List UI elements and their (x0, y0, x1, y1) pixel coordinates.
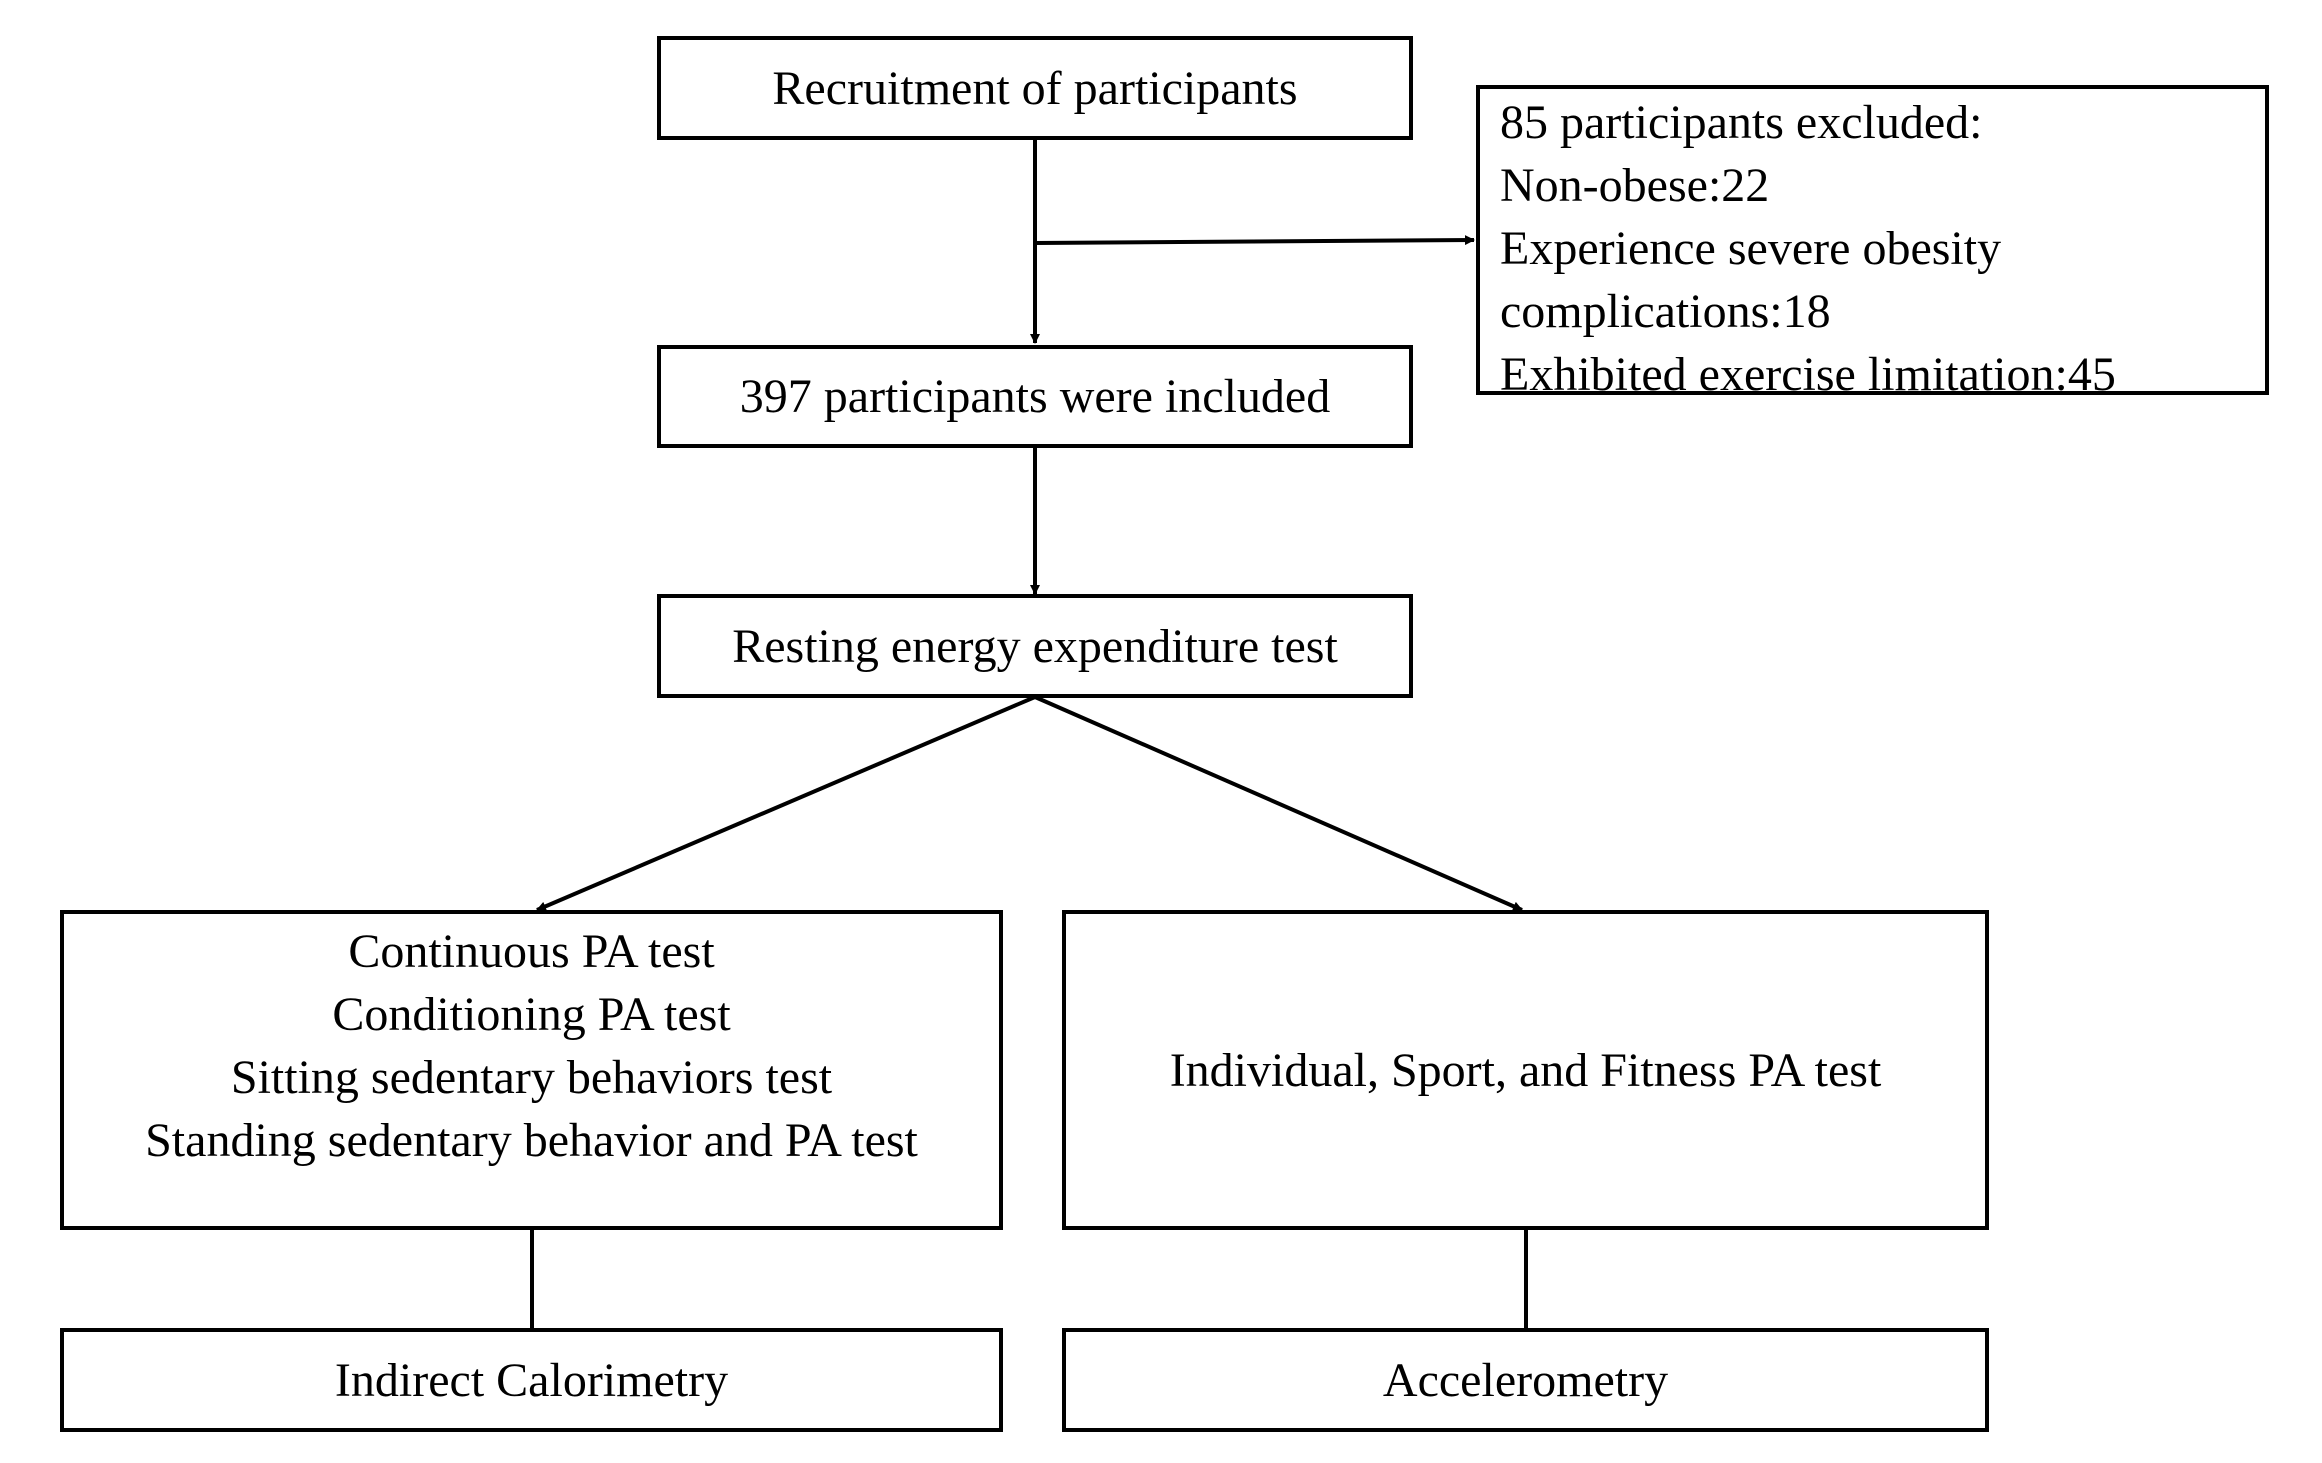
included-label: 397 participants were included (739, 370, 1331, 423)
exclusion-line: Non-obese:22 (1500, 159, 1770, 212)
exclusion-line: Experience severe obesity (1500, 222, 2002, 275)
test-label: Individual, Sport, and Fitness PA test (1169, 1043, 1882, 1097)
arrow-resting-to-left-tests (536, 695, 1036, 912)
left-method-box: Indirect Calorimetry (60, 1328, 1003, 1432)
left-tests-box: Continuous PA test Conditioning PA test … (60, 910, 1003, 1230)
resting-box: Resting energy expenditure test (657, 594, 1413, 698)
test-label: Continuous PA test (348, 925, 715, 978)
test-label: Standing sedentary behavior and PA test (145, 1114, 918, 1167)
exclusion-line: 85 participants excluded: (1500, 96, 1983, 149)
resting-label: Resting energy expenditure test (732, 619, 1338, 673)
right-test-box: Individual, Sport, and Fitness PA test (1062, 910, 1989, 1230)
test-label: Conditioning PA test (332, 988, 731, 1041)
recruitment-label: Recruitment of participants (772, 61, 1298, 115)
method-label: Indirect Calorimetry (334, 1353, 729, 1407)
exclusion-line: complications:18 (1500, 285, 1831, 338)
arrow-to-exclusion (1034, 235, 1475, 246)
right-method-box: Accelerometry (1062, 1328, 1989, 1432)
included-box: 397 participants were included (657, 345, 1413, 448)
test-label: Sitting sedentary behaviors test (230, 1051, 833, 1104)
exclusion-line: Exhibited exercise limitation:45 (1500, 348, 2116, 401)
arrow-resting-to-right-test (1034, 695, 1523, 912)
recruitment-box: Recruitment of participants (657, 36, 1413, 140)
exclusion-box: 85 participants excluded: Non-obese:22 E… (1476, 85, 2269, 401)
method-label: Accelerometry (1382, 1353, 1669, 1407)
